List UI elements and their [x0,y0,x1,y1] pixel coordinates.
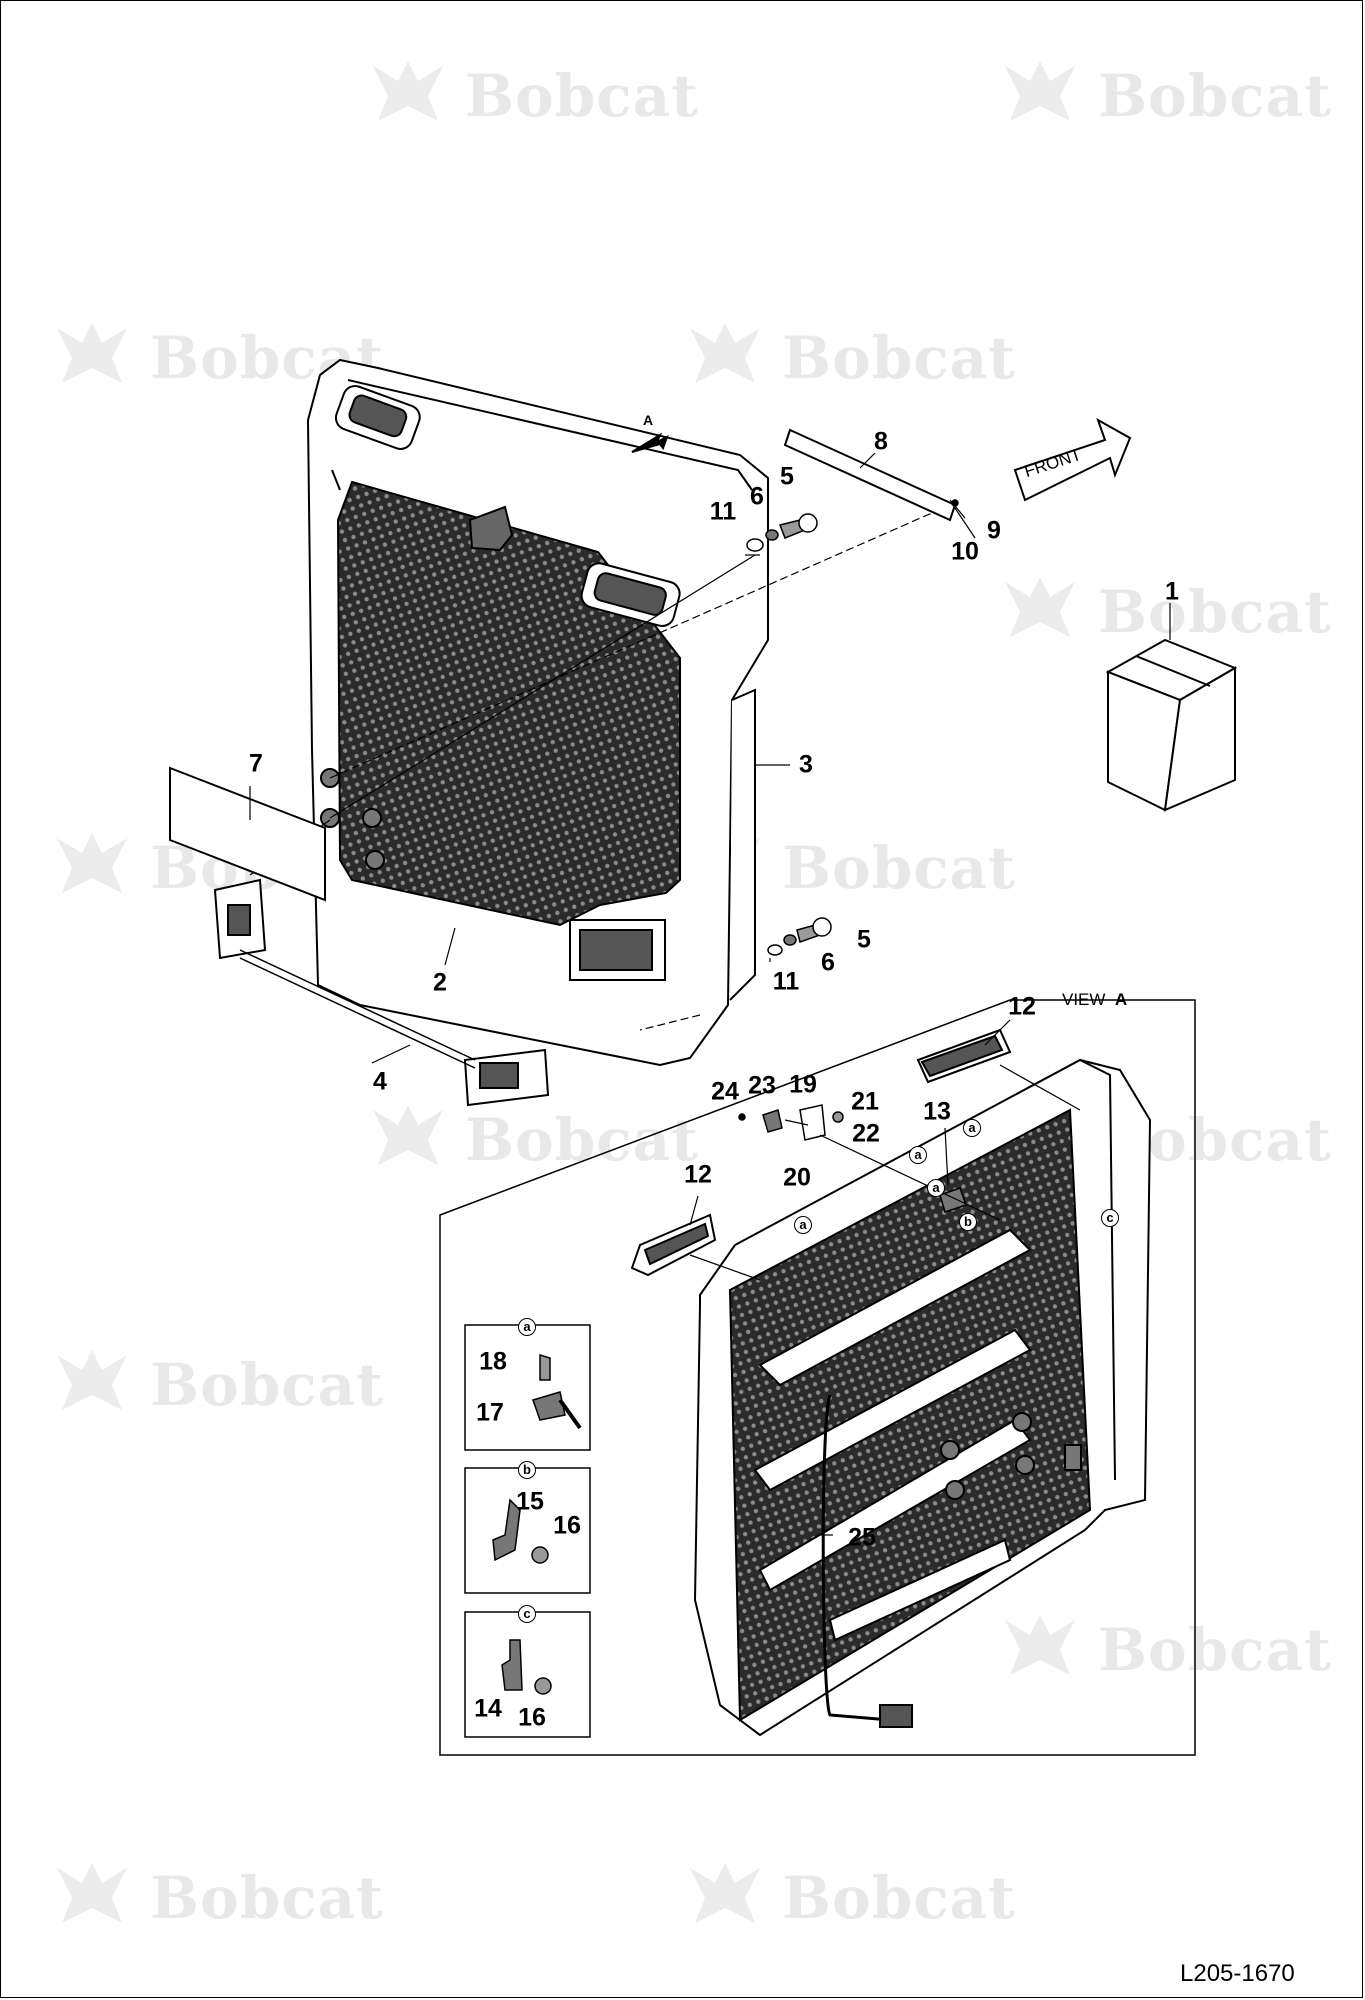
view-marker-b: b [959,1213,977,1231]
callout-21: 21 [851,1087,879,1116]
detail-b-marker: b [518,1461,536,1479]
watermark-text: Bobcat [150,1864,384,1932]
view-a-label: VIEW A [1062,990,1128,1009]
view-marker-a: a [909,1146,927,1164]
callout-1: 1 [1165,577,1179,606]
grille-panel [306,358,769,1067]
view-marker-a: a [963,1119,981,1137]
mounting-bar-part [783,428,957,522]
watermark-text: Bobcat [465,62,699,130]
leader-lines-upper [249,452,1171,1064]
callout-4: 4 [373,1067,387,1096]
bobcat-logo-icon [690,1863,760,1923]
callout-19: 19 [789,1070,817,1099]
detail-box-c [464,1611,591,1738]
view-marker-a: a [927,1179,945,1197]
watermark-text: Bobcat [782,1864,1016,1932]
view-arrow-label: A [643,412,654,428]
decal-part [169,766,326,902]
watermark-text: Bobcat [465,1106,699,1174]
detail-a-marker: a [518,1318,536,1336]
view-a-arrow-icon [631,432,669,453]
watermark-text: Bobcat [782,834,1016,902]
callout-24: 24 [711,1077,739,1106]
callout-6: 6 [750,482,764,511]
callout-7: 7 [249,749,263,778]
watermark-text: Bobcat [782,324,1016,392]
callout-13: 13 [923,1097,951,1126]
bobcat-logo-icon [1005,1615,1075,1675]
callout-14: 14 [474,1694,502,1723]
callout-3: 3 [799,750,813,779]
callout-15: 15 [516,1487,544,1516]
bobcat-logo-icon [57,833,127,893]
watermark-text: Bobcat [1098,62,1332,130]
view-a-hardware [738,1104,967,1213]
watermark-text: Bobcat [150,1351,384,1419]
callout-5: 5 [780,462,794,491]
view-a-grille [693,1058,1152,1737]
callout-12: 12 [1008,992,1036,1021]
callout-22: 22 [852,1119,880,1148]
callout-8: 8 [874,427,888,456]
watermark-text: Bobcat [1098,578,1332,646]
kit-box [1105,638,1238,812]
detail-box-a [464,1324,591,1451]
watermark-text: Bobcat [1098,1616,1332,1684]
view-marker-c: c [1101,1209,1119,1227]
callout-11: 11 [709,497,737,526]
bobcat-logo-icon [373,61,443,121]
callout-16: 16 [518,1703,546,1732]
leader-lines-view-a [689,1019,1081,1536]
bobcat-logo-icon [1005,577,1075,637]
view-marker-a: a [794,1216,812,1234]
callout-11: 11 [772,967,800,996]
bobcat-logo-icon [57,1863,127,1923]
bobcat-logo-icon [690,323,760,383]
callout-18: 18 [479,1347,507,1376]
callout-2: 2 [433,968,447,997]
bobcat-logo-icon [57,323,127,383]
front-arrow-icon [1013,417,1132,502]
callout-6: 6 [821,948,835,977]
callout-9: 9 [987,516,1001,545]
view-a-frame [439,999,1196,1756]
detail-box-b [464,1467,591,1594]
bobcat-logo-icon [57,1350,127,1410]
callout-25: 25 [848,1523,876,1552]
fasteners-upper [746,499,959,956]
callout-20: 20 [783,1163,811,1192]
detail-c-marker: c [518,1605,536,1623]
bobcat-logo-icon [373,1105,443,1165]
drawing-id: L205-1670 [1180,1960,1295,1987]
callout-16: 16 [553,1511,581,1540]
latch-assembly [213,878,550,1107]
callout-12: 12 [684,1160,712,1189]
callout-10: 10 [951,537,979,566]
callout-5: 5 [857,925,871,954]
callout-17: 17 [476,1398,504,1427]
bobcat-logo-icon [1005,61,1075,121]
callout-23: 23 [748,1071,776,1100]
